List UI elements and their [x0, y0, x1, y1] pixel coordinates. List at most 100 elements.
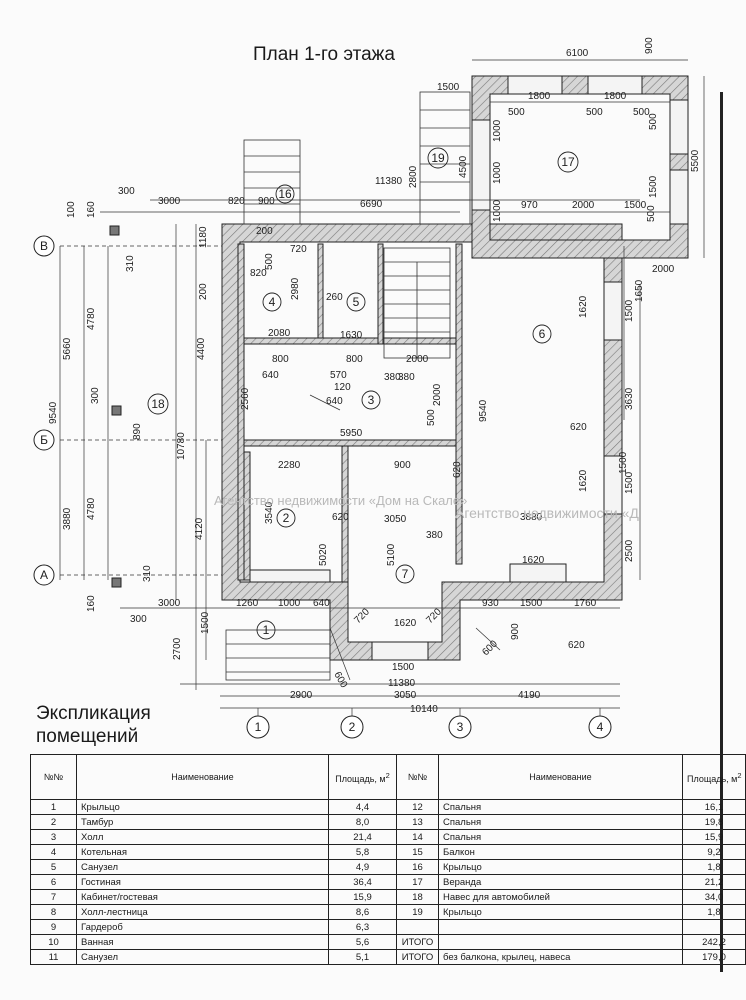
- dimension-label: 3880: [62, 507, 73, 530]
- dimension-label: 2980: [290, 277, 301, 300]
- dimension-label: 1500: [200, 611, 211, 634]
- cell-name: без балкона, крылец, навеса: [438, 949, 683, 965]
- dimension-label: 1630: [340, 330, 363, 341]
- cell-number: 14: [396, 829, 439, 845]
- dimension-label: 200: [198, 283, 209, 300]
- dimension-label: 2280: [278, 460, 301, 471]
- cell-area: 8,6: [328, 904, 397, 920]
- dimension-label: 1620: [578, 469, 589, 492]
- cell-number: 16: [396, 859, 439, 875]
- axis-number: 4: [597, 720, 604, 734]
- header-name: Наименование: [76, 754, 329, 800]
- cell-area: 5,1: [328, 949, 397, 965]
- axis-letter: А: [40, 568, 48, 582]
- dimension-label: 120: [334, 382, 351, 393]
- dimension-label: 5500: [690, 149, 701, 172]
- dimension-label: 5100: [386, 543, 397, 566]
- dimension-label: 1180: [198, 226, 209, 248]
- dimension-label: 1650: [634, 279, 645, 302]
- dimension-label: 3050: [394, 690, 417, 701]
- dimension-label: 900: [510, 623, 521, 640]
- room-tag: 3: [368, 393, 375, 407]
- dimension-label: 380: [398, 372, 415, 383]
- dimension-label: 720: [352, 606, 372, 626]
- dimension-label: 900: [394, 460, 411, 471]
- room-tag: 4: [269, 295, 276, 309]
- cell-area: 15,9: [328, 889, 397, 905]
- dimension-label: 1500: [624, 200, 647, 211]
- dimension-label: 2000: [406, 354, 429, 365]
- dims-top: 6100 900 1500 1800 1800 500 500 500 1138…: [66, 37, 701, 275]
- dimension-label: 2000: [652, 264, 675, 275]
- cell-number: 7: [30, 889, 77, 905]
- cell-number: ИТОГО: [396, 934, 439, 950]
- header-area: Площадь, м2: [682, 754, 746, 800]
- dimension-label: 5020: [318, 543, 329, 566]
- header-name: Наименование: [438, 754, 683, 800]
- dimension-label: 1500: [648, 175, 659, 198]
- cell-name: Спальня: [438, 829, 683, 845]
- room-tags: 1 2 3 4 5 6 7 16 17 18 19: [151, 151, 575, 637]
- dimension-label: 500: [646, 205, 657, 222]
- dims-bottom: 3000 1260 1000 640 930 1500 1760 720 162…: [158, 598, 597, 715]
- room-tag: 5: [353, 295, 360, 309]
- cell-name: Кабинет/гостевая: [76, 889, 329, 905]
- cell-number: ИТОГО: [396, 949, 439, 965]
- dimension-label: 930: [482, 598, 499, 609]
- room-tag-circles: [147, 147, 579, 640]
- dimension-label: 1620: [522, 555, 545, 566]
- cell-area: 16,1: [682, 799, 746, 815]
- dimension-label: 2500: [624, 539, 635, 562]
- dimension-label: 1500: [392, 662, 415, 673]
- dimension-label: 1000: [492, 119, 503, 142]
- dimension-label: 300: [90, 387, 101, 404]
- cell-area: 6,3: [328, 919, 397, 935]
- cell-area: 5,8: [328, 844, 397, 860]
- floor-plan-drawing: В Б А 1 2 3 4 1 2 3 4 5 6 7 16 17 18 19 …: [33, 37, 705, 739]
- cell-number: 15: [396, 844, 439, 860]
- cell-area: 4,4: [328, 799, 397, 815]
- dimension-label: 11380: [388, 678, 416, 689]
- dimension-label: 2560: [240, 387, 251, 410]
- cell-name: Ванная: [76, 934, 329, 950]
- cell-area: 15,9: [682, 829, 746, 845]
- cell-area: 34,0: [682, 889, 746, 905]
- dimension-label: 5950: [340, 428, 363, 439]
- dimension-label: 1000: [278, 598, 301, 609]
- dimension-label: 500: [648, 113, 659, 130]
- axis-letter: В: [40, 239, 48, 253]
- dimension-label: 570: [330, 370, 347, 381]
- posts: [109, 225, 122, 588]
- dimension-label: 1500: [624, 299, 635, 322]
- dimension-label: 620: [332, 512, 349, 523]
- cell-area: 36,4: [328, 874, 397, 890]
- cell-name: Крыльцо: [76, 799, 329, 815]
- dimension-label: 2700: [172, 637, 183, 660]
- cell-number: 2: [30, 814, 77, 830]
- dimension-label: 900: [644, 37, 655, 54]
- dimension-label: 1620: [578, 295, 589, 318]
- dimension-label: 5660: [62, 337, 73, 360]
- cell-name: Котельная: [76, 844, 329, 860]
- dimension-label: 620: [570, 422, 587, 433]
- plan-title: План 1-го этажа: [253, 44, 395, 65]
- dimension-label: 6690: [360, 199, 383, 210]
- watermark: Агентство недвижимости «Дом на Скале»: [214, 493, 468, 508]
- room-tag: 16: [278, 187, 292, 201]
- cell-name: Гардероб: [76, 919, 329, 935]
- dimension-label: 4780: [86, 307, 97, 330]
- dimension-label: 500: [426, 409, 437, 426]
- dimension-label: 300: [130, 614, 147, 625]
- cell-name: Навес для автомобилей: [438, 889, 683, 905]
- page-edge: [720, 92, 723, 972]
- dimension-label: 4120: [194, 517, 205, 540]
- dimension-label: 900: [258, 196, 275, 207]
- room-tag: 2: [283, 511, 290, 525]
- dimension-label: 2000: [432, 383, 443, 406]
